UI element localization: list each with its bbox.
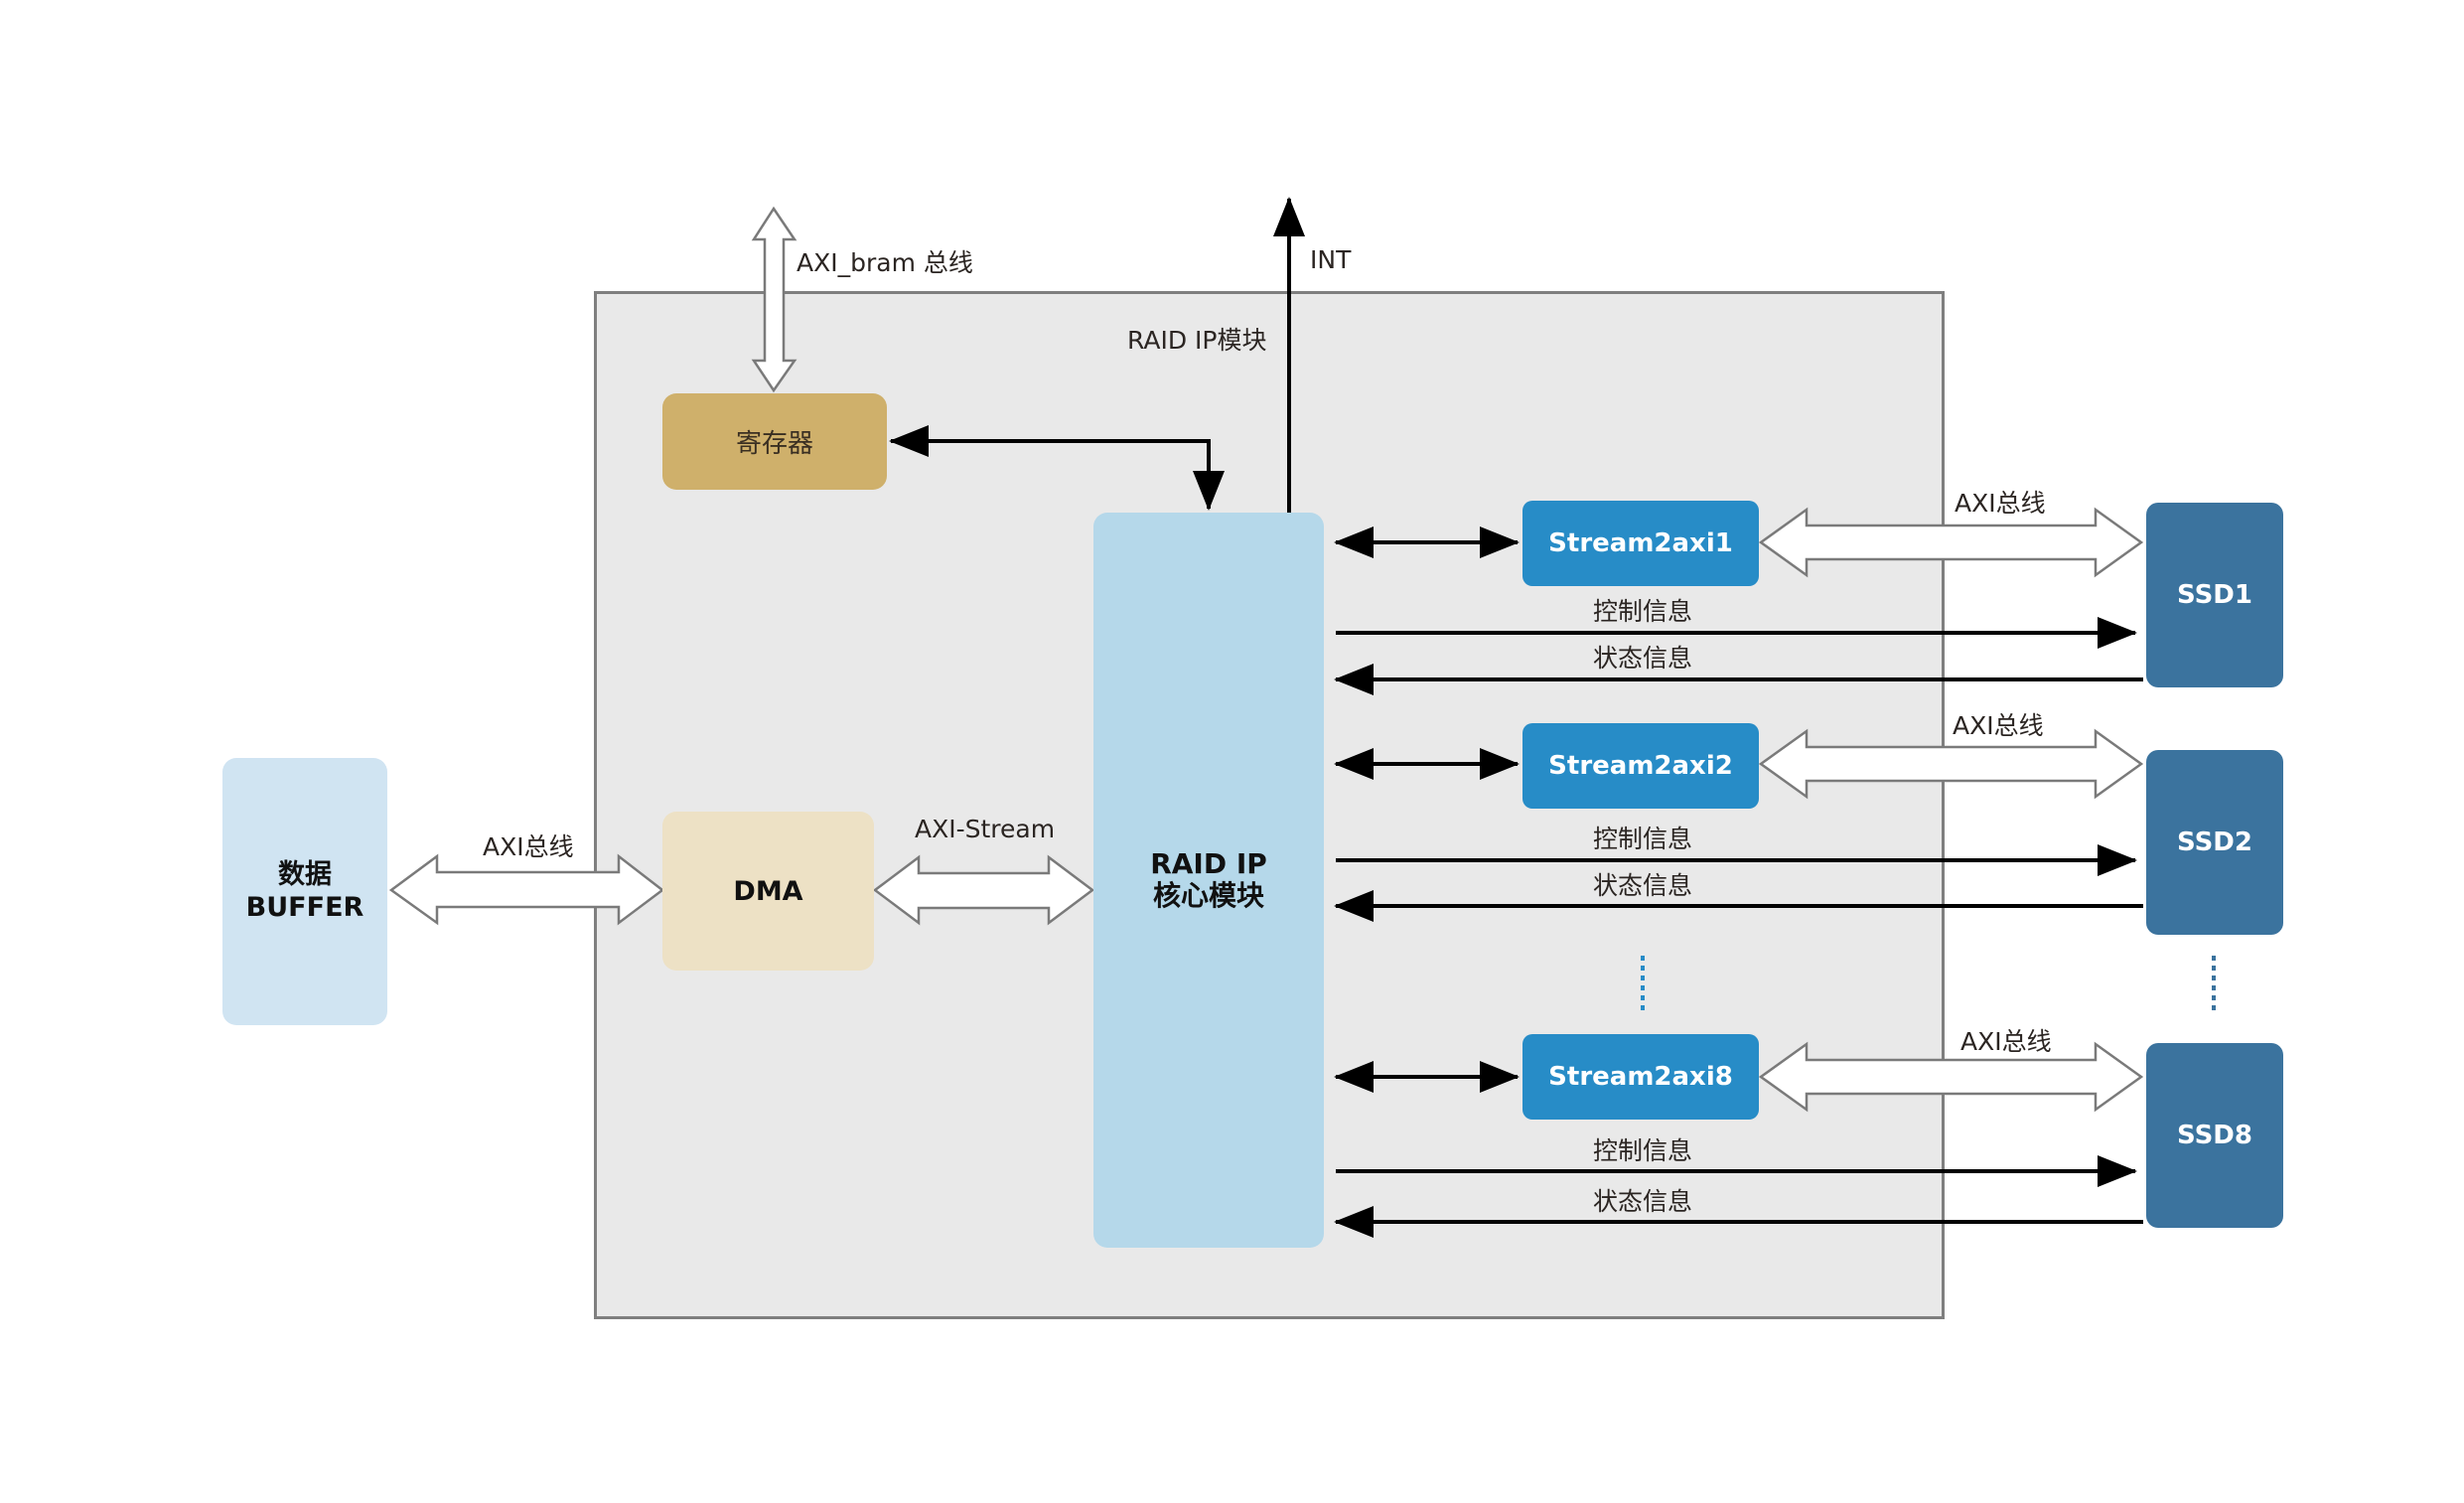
core-label-line1: RAID IP — [1150, 846, 1267, 880]
status-info-label: 状态信息 — [1593, 871, 1693, 900]
data-buffer-block: 数据 BUFFER — [222, 758, 387, 1025]
status-info-label: 状态信息 — [1593, 644, 1693, 673]
axi-bram-bus-arrow — [751, 206, 797, 393]
dma-label: DMA — [733, 875, 803, 907]
stream-ssd-axi-arrow — [1758, 1041, 2144, 1113]
ssd-block: SSD2 — [2146, 750, 2283, 935]
stream-ssd-axi-arrow — [1758, 728, 2144, 800]
status-info-label: 状态信息 — [1593, 1187, 1693, 1216]
dma-core-axi-stream-arrow — [872, 854, 1095, 926]
register-label: 寄存器 — [735, 429, 813, 459]
ssd-axi-bus-label: AXI总线 — [1955, 489, 2046, 518]
ssd-label: SSD2 — [2177, 827, 2252, 857]
control-info-label: 控制信息 — [1593, 825, 1693, 853]
stream2axi-block: Stream2axi2 — [1522, 723, 1759, 809]
stream-label: Stream2axi2 — [1548, 751, 1733, 781]
ssd-label: SSD8 — [2177, 1121, 2252, 1150]
ssd-axi-bus-label: AXI总线 — [1960, 1027, 2052, 1056]
axi-bram-bus-label: AXI_bram 总线 — [797, 248, 973, 277]
axi-stream-label: AXI-Stream — [915, 815, 1056, 843]
core-label-line2: 核心模块 — [1152, 879, 1264, 912]
control-info-label: 控制信息 — [1593, 597, 1693, 626]
register-block: 寄存器 — [662, 393, 887, 490]
int-label: INT — [1310, 245, 1352, 274]
module-title: RAID IP模块 — [1127, 326, 1267, 355]
ssd-label: SSD1 — [2177, 580, 2252, 610]
buffer-axi-bus-label: AXI总线 — [483, 832, 574, 861]
stream-label: Stream2axi1 — [1548, 528, 1733, 558]
ssd-axi-bus-label: AXI总线 — [1953, 711, 2044, 740]
buffer-label-line1: 数据 — [278, 859, 332, 891]
stream2axi-block: Stream2axi8 — [1522, 1034, 1759, 1120]
ssd-block: SSD8 — [2146, 1043, 2283, 1228]
raid-core-block: RAID IP 核心模块 — [1093, 513, 1324, 1248]
stream2axi-block: Stream2axi1 — [1522, 501, 1759, 586]
register-core-arrow — [889, 425, 1225, 511]
ssd-block: SSD1 — [2146, 503, 2283, 687]
stream-ssd-axi-arrow — [1758, 507, 2144, 578]
stream-label: Stream2axi8 — [1548, 1062, 1733, 1092]
control-info-label: 控制信息 — [1593, 1136, 1693, 1165]
dma-block: DMA — [662, 812, 874, 971]
buffer-dma-axi-arrow — [388, 853, 665, 926]
buffer-label-line2: BUFFER — [245, 891, 364, 923]
